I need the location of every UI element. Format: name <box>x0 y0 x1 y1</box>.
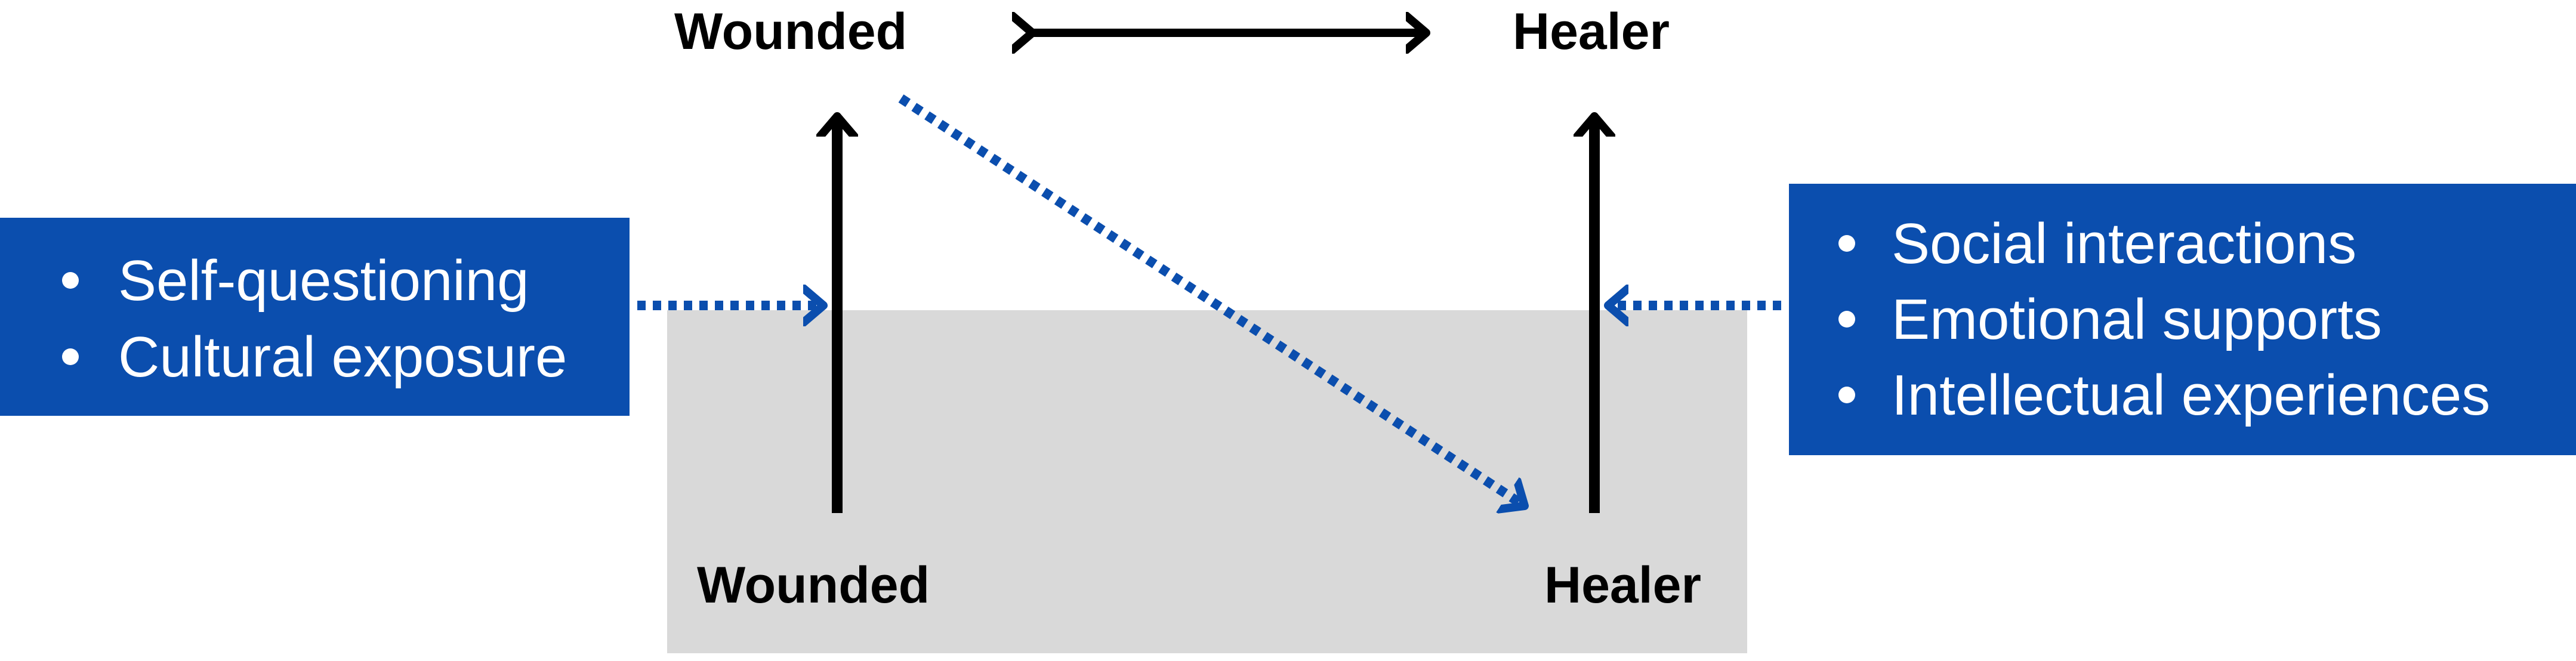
top-label-healer: Healer <box>1513 3 1670 60</box>
right-item-3: Intellectual experiences <box>1892 363 2490 427</box>
left-bullet-1 <box>62 272 79 289</box>
left-item-1: Self-questioning <box>118 249 529 313</box>
right-bullet-3 <box>1838 387 1855 403</box>
top-label-wounded: Wounded <box>674 3 907 60</box>
shaded-region <box>667 310 1747 653</box>
diagonal-dotted-arrow <box>898 94 1525 506</box>
right-bullet-1 <box>1838 235 1855 252</box>
right-bullet-2 <box>1838 311 1855 328</box>
right-item-1: Social interactions <box>1892 212 2356 276</box>
left-factor-box <box>0 218 630 416</box>
right-factor-box <box>1789 184 2576 455</box>
bottom-label-healer: Healer <box>1544 557 1701 614</box>
right-item-2: Emotional supports <box>1892 288 2382 351</box>
bottom-label-wounded: Wounded <box>697 557 930 614</box>
left-item-2: Cultural exposure <box>118 325 567 389</box>
left-bullet-2 <box>62 348 79 365</box>
